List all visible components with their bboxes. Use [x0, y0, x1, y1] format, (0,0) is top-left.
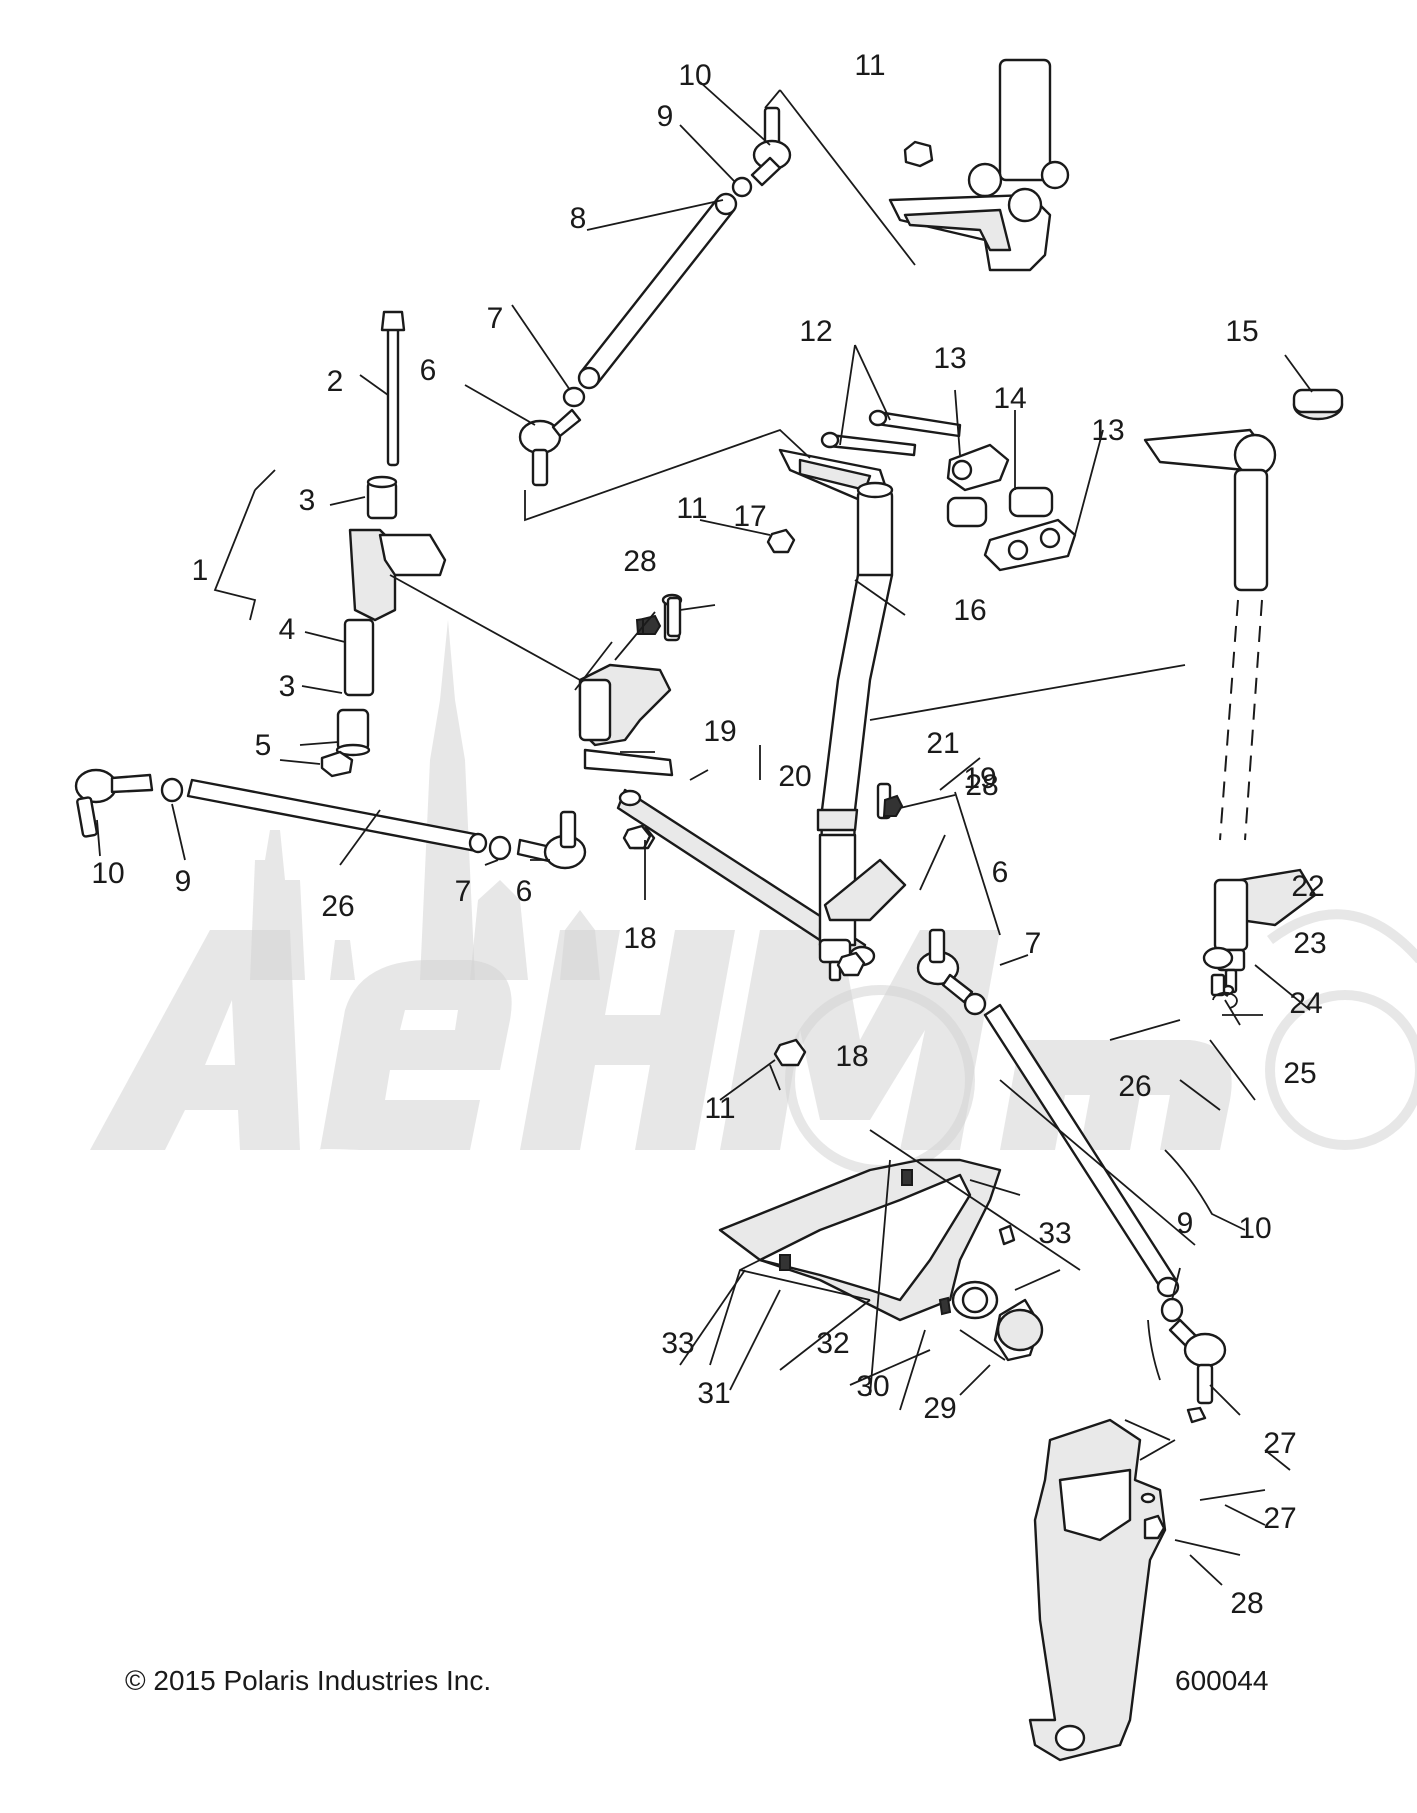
callout-label: 27 — [1263, 1502, 1296, 1535]
tie-rod-end-top — [731, 106, 792, 198]
callout-label: 7 — [455, 875, 472, 908]
copyright-text: © 2015 Polaris Industries Inc. — [125, 1665, 491, 1696]
callout-label: 19 — [963, 762, 996, 795]
callout-label: 9 — [657, 100, 674, 133]
callout-label: 28 — [965, 769, 998, 802]
upper-column-detail — [888, 58, 1070, 272]
callout-label: 32 — [816, 1327, 849, 1360]
pitman-arm-assembly — [578, 593, 683, 777]
callout-label: 11 — [704, 1092, 735, 1125]
callout-label: 12 — [799, 315, 832, 348]
callout-label: 11 — [676, 492, 707, 525]
parts — [74, 58, 1344, 1762]
footer: © 2015 Polaris Industries Inc. 600044 — [125, 1665, 1268, 1696]
callout-label: 24 — [1289, 987, 1322, 1020]
watermark — [90, 620, 1417, 1175]
callout-label: 6 — [516, 875, 533, 908]
bottom-guard — [718, 1158, 1044, 1362]
figure-number: 600044 — [1175, 1665, 1268, 1696]
callout-label: 7 — [487, 302, 504, 335]
callout-label: 5 — [255, 729, 272, 762]
callout-label: 6 — [420, 354, 437, 387]
callout-label: 11 — [854, 49, 885, 82]
callout-label: 9 — [1177, 1207, 1194, 1240]
callout-label: 30 — [856, 1370, 889, 1403]
callout-label: 3 — [299, 484, 316, 517]
right-column — [1143, 388, 1344, 1009]
callout-label: 21 — [926, 727, 959, 760]
callout-label: 10 — [91, 857, 124, 890]
callout-label: 22 — [1291, 870, 1324, 903]
callout-label: 18 — [623, 922, 656, 955]
callout-label: 33 — [1038, 1217, 1071, 1250]
callout-label: 8 — [570, 202, 587, 235]
left-tie-rod — [74, 768, 587, 870]
callout-label: 18 — [835, 1040, 868, 1073]
callout-label: 23 — [1293, 927, 1326, 960]
upper-tie-rod — [562, 192, 738, 408]
callout-label: 4 — [279, 613, 296, 646]
callout-label: 7 — [1025, 927, 1042, 960]
leader-lines — [96, 81, 1313, 1586]
clamp-parts — [820, 409, 1077, 572]
callout-label: 25 — [1283, 1057, 1316, 1090]
callout-label: 29 — [923, 1392, 956, 1425]
rod-end-upper — [518, 408, 582, 487]
callout-label: 9 — [175, 865, 192, 898]
callout-label: 10 — [1238, 1212, 1271, 1245]
callout-label: 2 — [327, 365, 344, 398]
callout-label: 1 — [192, 554, 209, 587]
callout-label: 26 — [1118, 1070, 1151, 1103]
callout-label: 13 — [1091, 414, 1124, 447]
steering-post — [778, 448, 907, 982]
callout-label: 16 — [953, 594, 986, 627]
callout-label: 20 — [778, 760, 811, 793]
callout-label: 28 — [623, 545, 656, 578]
callout-label: 26 — [321, 890, 354, 923]
callout-label: 6 — [992, 856, 1009, 889]
callout-label: 33 — [661, 1327, 694, 1360]
callout-label: 17 — [733, 500, 766, 533]
callout-label: 31 — [697, 1377, 730, 1410]
callout-label: 3 — [279, 670, 296, 703]
callout-label: 28 — [1230, 1587, 1263, 1620]
callout-label: 19 — [703, 715, 736, 748]
spindle-bracket — [1028, 1418, 1167, 1762]
callout-label: 13 — [933, 342, 966, 375]
callout-labels: 1 2 3 3 4 5 6 6 6 7 7 7 8 9 9 9 10 10 10… — [91, 49, 1326, 1620]
callout-label: 27 — [1263, 1427, 1296, 1460]
callout-label: 10 — [678, 59, 711, 92]
callout-label: 15 — [1225, 315, 1258, 348]
callout-label: 14 — [993, 382, 1026, 415]
pitman-stack — [320, 310, 447, 778]
